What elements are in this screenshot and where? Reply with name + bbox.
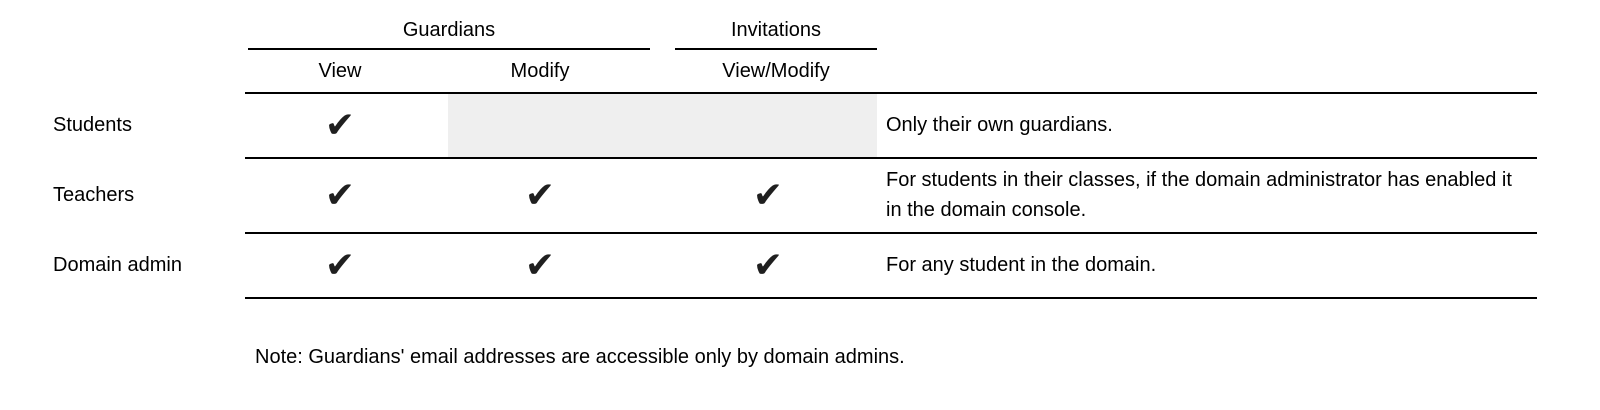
column-header-view-modify: View/Modify (722, 60, 830, 82)
row-note-students: Only their own guardians. (886, 114, 1113, 136)
check-icon: ✔ (752, 244, 784, 285)
row-note-domain-admin: For any student in the domain. (886, 254, 1157, 276)
column-group-guardians: Guardians (402, 19, 496, 41)
check-icon: ✔ (524, 244, 556, 285)
check-icon: ✔ (752, 174, 784, 215)
column-header-view: View (318, 60, 362, 82)
disabled-cell (448, 94, 877, 157)
row-note-teachers: For students in their classes, if the do… (886, 169, 1512, 221)
row-separator-line-teachers (245, 232, 1537, 234)
footnote: Note: Guardians' email addresses are acc… (255, 346, 905, 368)
column-header-modify: Modify (510, 60, 570, 82)
row-label-teachers: Teachers (53, 184, 135, 206)
column-group-invitations: Invitations (730, 19, 822, 41)
header-separator-line (245, 92, 1537, 94)
row-label-students: Students (53, 114, 132, 136)
table-bottom-line (245, 297, 1537, 299)
row-separator-line-students (245, 157, 1537, 159)
check-icon: ✔ (324, 174, 356, 215)
check-icon: ✔ (524, 174, 556, 215)
row-label-domain-admin: Domain admin (53, 254, 182, 276)
guardians-underline (248, 48, 650, 50)
check-icon: ✔ (324, 244, 356, 285)
invitations-underline (675, 48, 877, 50)
check-icon: ✔ (324, 104, 356, 145)
